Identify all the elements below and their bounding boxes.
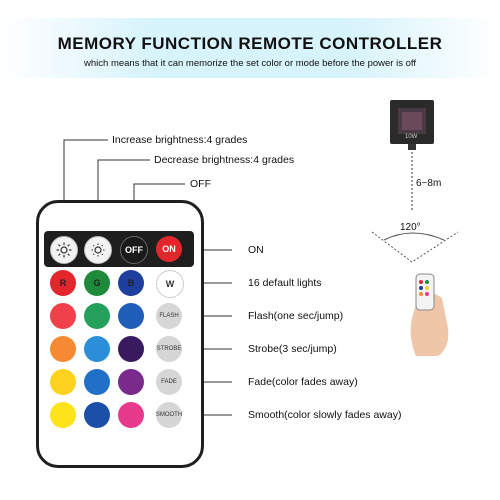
color-button-purple[interactable]: [118, 369, 144, 395]
decrease-brightness-button[interactable]: [84, 236, 112, 264]
flood-light-image: [388, 100, 436, 150]
label-strobe: Strobe(3 sec/jump): [248, 343, 337, 355]
white-button[interactable]: W: [156, 270, 184, 298]
color-button-light-blue[interactable]: [118, 303, 144, 329]
lamp-power-label: 10W: [405, 134, 418, 140]
color-button-orange[interactable]: [50, 336, 76, 362]
angle-arc: [383, 232, 445, 241]
page-title: MEMORY FUNCTION REMOTE CONTROLLER: [57, 34, 443, 53]
label-decrease-brightness: Decrease brightness:4 grades: [154, 154, 295, 166]
color-button-amber[interactable]: [50, 369, 76, 395]
label-flash: Flash(one sec/jump): [248, 310, 344, 322]
color-button-sky-blue[interactable]: [84, 336, 110, 362]
color-button-navy[interactable]: [84, 402, 110, 428]
color-button-light-red[interactable]: [50, 303, 76, 329]
smooth-button[interactable]: SMOOTH: [156, 402, 182, 428]
on-button[interactable]: ON: [156, 236, 182, 262]
off-button[interactable]: OFF: [120, 236, 148, 264]
color-button-medium-blue[interactable]: [84, 369, 110, 395]
dim-sun-icon: [91, 243, 105, 257]
label-default-lights: 16 default lights: [248, 277, 322, 289]
hand-holding-remote-image: [398, 268, 458, 358]
color-button-yellow[interactable]: [50, 402, 76, 428]
distance-label: 6~8m: [416, 178, 442, 189]
angle-lines: [371, 231, 459, 263]
strobe-button[interactable]: STROBE: [156, 336, 182, 362]
sun-icon: [56, 242, 72, 258]
color-button-dark-purple[interactable]: [118, 336, 144, 362]
red-button[interactable]: R: [50, 270, 76, 296]
blue-button[interactable]: B: [118, 270, 144, 296]
label-off: OFF: [190, 178, 211, 190]
flash-button[interactable]: FLASH: [156, 303, 182, 329]
angle-label: 120°: [400, 222, 421, 233]
label-smooth: Smooth(color slowly fades away): [248, 409, 402, 421]
green-button[interactable]: G: [84, 270, 110, 296]
color-button-pink[interactable]: [118, 402, 144, 428]
increase-brightness-button[interactable]: [50, 236, 78, 264]
label-on: ON: [248, 244, 264, 256]
label-fade: Fade(color fades away): [248, 376, 358, 388]
label-increase-brightness: Increase brightness:4 grades: [112, 134, 248, 146]
title-banner: [0, 18, 500, 78]
page-subtitle: which means that it can memorize the set…: [84, 58, 416, 69]
fade-button[interactable]: FADE: [156, 369, 182, 395]
color-button-light-green[interactable]: [84, 303, 110, 329]
